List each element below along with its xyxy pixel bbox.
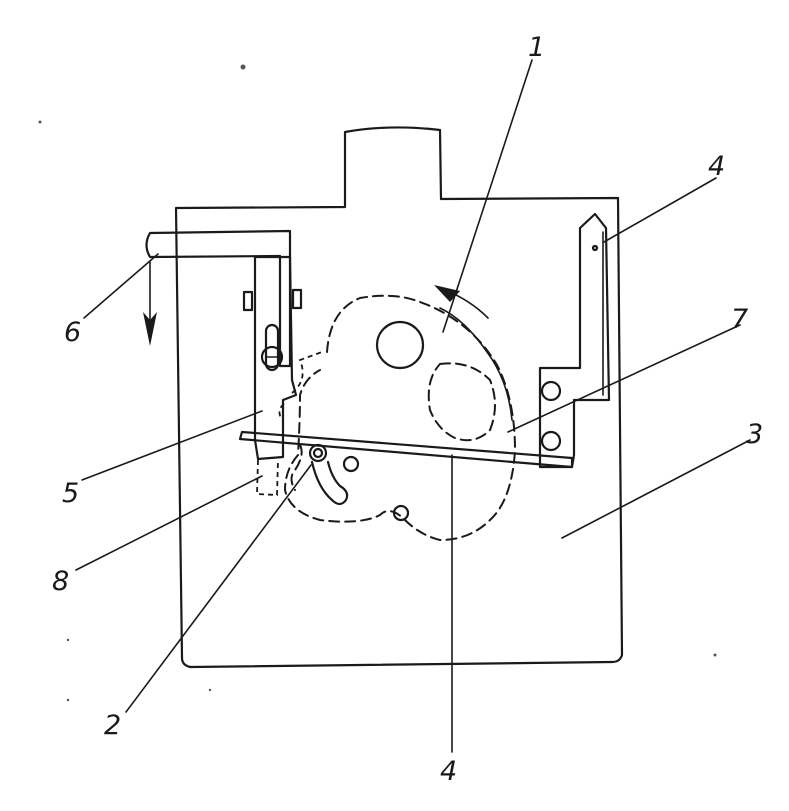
housing-plate [176,127,622,667]
label-7: 7 [731,304,748,335]
slider-guide-left [244,292,252,310]
slider-guide-right [293,290,301,308]
leader-3 [562,440,750,538]
label-5: 5 [62,478,79,509]
lever-pivot-outer [310,445,326,461]
leader-6 [84,254,158,318]
scan-speck [241,65,246,70]
right-bar-dot [593,246,597,250]
cam-inner-lobe [429,363,495,440]
scan-speck [67,639,69,641]
leader-1 [443,60,532,332]
leader-2 [126,465,311,712]
lever-pivot-inner [314,449,322,457]
horizontal-rod [240,432,572,467]
leader-4-top [604,178,716,242]
right-bar [540,214,609,467]
scan-speck [714,654,717,657]
label-4-bottom: 4 [440,756,457,787]
label-8: 8 [52,566,69,597]
label-6: 6 [64,317,81,348]
scan-speck [67,699,69,701]
label-3: 3 [746,419,763,450]
right-bar-pin-lower [542,432,560,450]
operating-handle [147,231,291,366]
scan-speck [39,121,42,124]
lever-hook [312,462,347,504]
scan-speck [209,689,211,691]
main-shaft [377,322,423,368]
leader-7 [508,325,740,432]
cam-profile [285,296,515,540]
leader-8 [76,476,262,570]
right-bar-pin-upper [542,382,560,400]
label-2: 2 [104,710,121,741]
label-4-top: 4 [708,151,725,182]
label-1: 1 [528,32,545,63]
pin-small [344,457,358,471]
leader-5 [82,411,262,480]
